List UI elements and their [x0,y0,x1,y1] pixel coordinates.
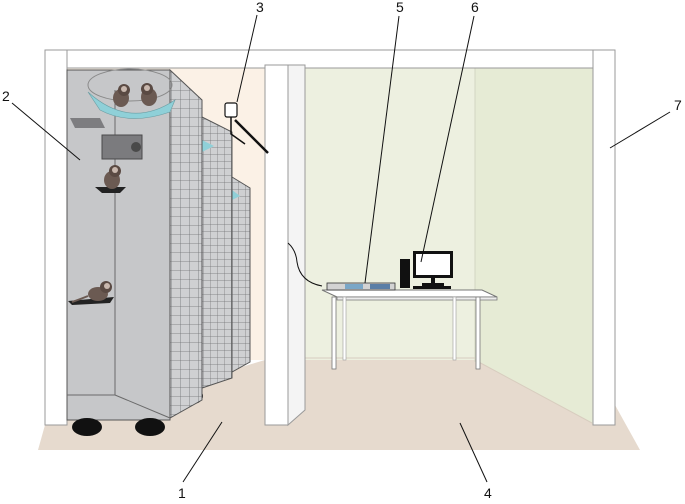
building-frame-right-post [592,49,616,426]
marmoset-nest-right [141,83,157,106]
cage-1 [66,68,203,436]
dividing-wall [264,64,289,426]
leader-4 [459,422,488,483]
monitor [413,251,453,289]
building-frame-left-post [44,49,68,426]
building-frame-top [44,49,613,69]
callout-1: 1 [178,485,186,501]
desk [321,289,498,370]
callout-7: 7 [674,97,682,113]
cage-3-nest-box [232,190,240,200]
audio-cable [287,242,323,287]
marmoset-nest-left [113,84,130,107]
leader-1 [182,421,223,483]
cage-1-wheel-left [72,418,102,436]
leader-2 [11,102,81,161]
cage-1-roof-opening [87,68,173,102]
cage-1-nest-box [87,91,176,119]
cage-1-mesh-side [169,68,203,419]
room-floor [38,360,640,450]
cage-1-vent [70,118,105,128]
audio-interface [326,282,396,291]
perch-upper [95,187,126,193]
callout-4: 4 [484,485,492,501]
cage-1-wheel-right [135,418,165,436]
leader-5 [364,15,400,284]
callout-3: 3 [256,0,264,15]
leader-lines [11,14,671,483]
dividing-wall-side [287,64,306,427]
callout-5: 5 [396,0,404,15]
marmoset-lower-perch [71,281,112,303]
microphone [224,102,269,154]
marmoset-upper-perch [104,165,121,189]
leader-6 [420,15,475,263]
cage-2-nest-box [202,140,214,152]
pc-tower [400,259,410,288]
leader-7 [609,111,671,149]
cage-1-front-panel [66,69,171,421]
callout-6: 6 [471,0,479,15]
leader-3 [236,14,258,103]
callout-2: 2 [2,88,10,104]
control-room-side-wall [475,65,595,425]
